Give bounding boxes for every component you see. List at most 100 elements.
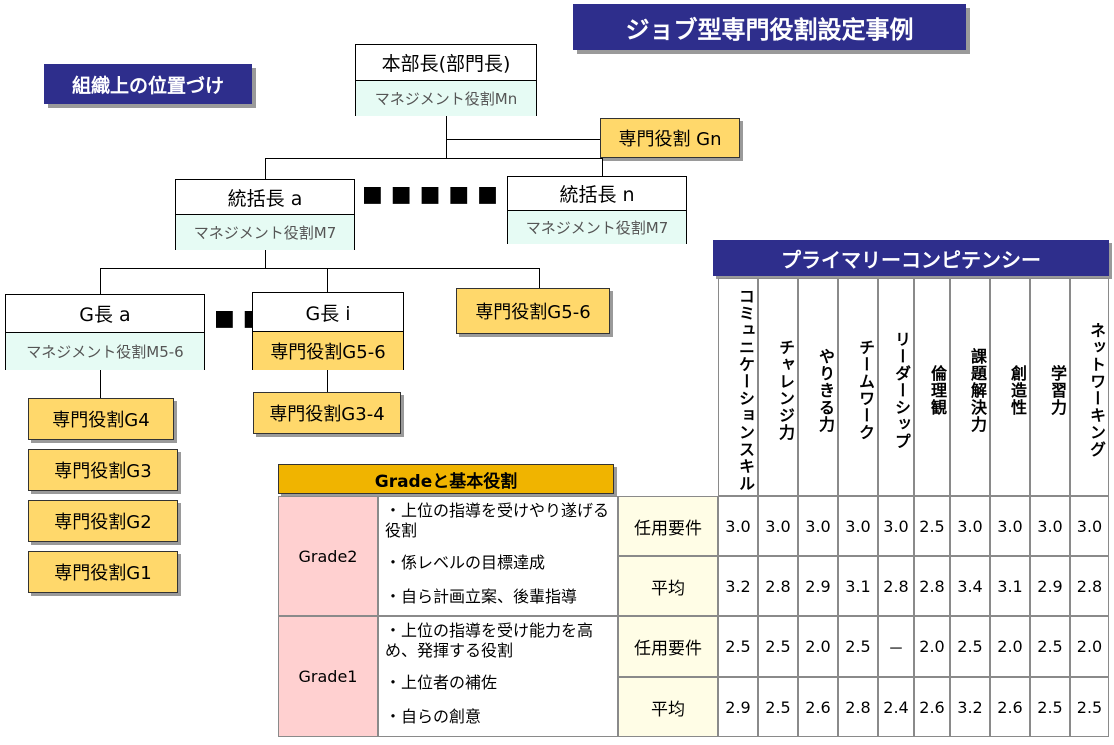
value-cell: 2.6 bbox=[798, 677, 838, 737]
value-cell: 3.0 bbox=[838, 496, 878, 556]
row-label: 平均 bbox=[618, 556, 718, 616]
competency-header-4: リーダーシップ bbox=[878, 278, 914, 496]
row-label: 任用要件 bbox=[618, 616, 718, 677]
grade-duty: ・上位の指導を受けやり遂げる役割 bbox=[385, 501, 610, 540]
grade-duties-cell: ・上位の指導を受け能力を高め、発揮する役割・上位者の補佐・自らの創意 bbox=[378, 616, 618, 737]
value-cell: 2.5 bbox=[950, 616, 990, 677]
competency-header-2: やりきる力 bbox=[798, 278, 838, 496]
value-cell: 2.8 bbox=[1070, 556, 1109, 616]
value-cell: 3.0 bbox=[718, 496, 758, 556]
value-cell: 3.1 bbox=[838, 556, 878, 616]
value-cell: 2.5 bbox=[1030, 677, 1070, 737]
org-head-box: 本部長(部門長) マネジメント役割Mn bbox=[355, 44, 537, 116]
value-cell: 2.9 bbox=[1030, 556, 1070, 616]
group-leader-a-title: G長 a bbox=[6, 295, 204, 333]
value-cell: 2.0 bbox=[798, 616, 838, 677]
grade-duty: ・上位者の補佐 bbox=[385, 673, 498, 692]
value-cell: 2.0 bbox=[1070, 616, 1109, 677]
value-cell: 2.4 bbox=[878, 677, 914, 737]
spec-role-g4: 専門役割G4 bbox=[28, 398, 174, 440]
org-position-label: 組織上の位置づけ bbox=[44, 64, 252, 104]
competency-header: プライマリーコンピテンシー bbox=[713, 240, 1109, 276]
connector bbox=[100, 370, 101, 398]
value-cell: 2.5 bbox=[1070, 677, 1109, 737]
value-cell: 2.8 bbox=[878, 556, 914, 616]
value-cell: 3.0 bbox=[878, 496, 914, 556]
value-cell: 2.6 bbox=[914, 677, 950, 737]
value-cell: 2.5 bbox=[758, 677, 798, 737]
grade-duties-cell: ・上位の指導を受けやり遂げる役割・係レベルの目標達成・自ら計画立案、後輩指導 bbox=[378, 496, 618, 616]
competency-header-1: チャレンジ力 bbox=[758, 278, 798, 496]
competency-header-8: 学習力 bbox=[1030, 278, 1070, 496]
spec-role-g3-4: 専門役割G3-4 bbox=[253, 392, 401, 434]
grade-name: Grade2 bbox=[278, 496, 378, 616]
group-leader-i-title: G長 i bbox=[253, 293, 403, 332]
connector bbox=[100, 268, 101, 294]
grade-duty: ・自ら計画立案、後輩指導 bbox=[385, 587, 578, 606]
manager-n-role: マネジメント役割M7 bbox=[508, 211, 686, 244]
competency-header-3: チームワーク bbox=[838, 278, 878, 496]
value-cell: 3.0 bbox=[758, 496, 798, 556]
row-label: 任用要件 bbox=[618, 496, 718, 556]
manager-n-title: 統括長 n bbox=[508, 177, 686, 211]
row-label: 平均 bbox=[618, 677, 718, 737]
manager-a-box: 統括長 a マネジメント役割M7 bbox=[175, 179, 355, 250]
manager-a-role: マネジメント役割M7 bbox=[176, 215, 354, 250]
value-cell: － bbox=[878, 616, 914, 677]
value-cell: 3.2 bbox=[950, 677, 990, 737]
grade-duty: ・係レベルの目標達成 bbox=[385, 553, 546, 572]
grade-duty: ・上位の指導を受け能力を高め、発揮する役割 bbox=[385, 621, 594, 660]
competency-header-0: コミュニケーションスキル bbox=[718, 278, 758, 496]
manager-a-title: 統括長 a bbox=[176, 180, 354, 215]
value-cell: 2.5 bbox=[718, 616, 758, 677]
value-cell: 2.9 bbox=[798, 556, 838, 616]
connector bbox=[327, 370, 328, 392]
value-cell: 2.8 bbox=[914, 556, 950, 616]
value-cell: 3.0 bbox=[1030, 496, 1070, 556]
group-leader-a-role: マネジメント役割M5-6 bbox=[6, 333, 204, 370]
connector bbox=[446, 116, 447, 158]
competency-header-7: 創造性 bbox=[990, 278, 1030, 496]
spec-role-g5-6: 専門役割G5-6 bbox=[456, 288, 610, 334]
group-leader-i-box: G長 i 専門役割G5-6 bbox=[252, 292, 404, 370]
connector bbox=[602, 158, 603, 176]
competency-header-6: 課題解決力 bbox=[950, 278, 990, 496]
value-cell: 3.0 bbox=[1070, 496, 1109, 556]
value-cell: 3.4 bbox=[950, 556, 990, 616]
value-cell: 2.5 bbox=[838, 616, 878, 677]
value-cell: 3.2 bbox=[718, 556, 758, 616]
spec-role-g3: 専門役割G3 bbox=[28, 449, 178, 491]
connector bbox=[265, 250, 266, 268]
value-cell: 2.8 bbox=[758, 556, 798, 616]
connector bbox=[446, 139, 600, 140]
group-leader-i-role: 専門役割G5-6 bbox=[253, 332, 403, 370]
value-cell: 3.0 bbox=[990, 496, 1030, 556]
value-cell: 2.5 bbox=[1030, 616, 1070, 677]
value-cell: 2.9 bbox=[718, 677, 758, 737]
page-title: ジョブ型専門役割設定事例 bbox=[573, 4, 966, 50]
connector bbox=[265, 158, 603, 159]
value-cell: 2.5 bbox=[758, 616, 798, 677]
spec-role-gn: 専門役割 Gn bbox=[600, 118, 740, 158]
value-cell: 2.0 bbox=[990, 616, 1030, 677]
value-cell: 2.0 bbox=[914, 616, 950, 677]
grade-header: Gradeと基本役割 bbox=[278, 464, 614, 494]
grade-duty: ・自らの創意 bbox=[385, 707, 482, 726]
org-head-title: 本部長(部門長) bbox=[356, 45, 536, 81]
competency-header-5: 倫理観 bbox=[914, 278, 950, 496]
value-cell: 3.1 bbox=[990, 556, 1030, 616]
connector bbox=[265, 158, 266, 180]
connector bbox=[100, 268, 540, 269]
spec-role-g1: 専門役割G1 bbox=[28, 551, 178, 593]
value-cell: 3.0 bbox=[798, 496, 838, 556]
grade-name: Grade1 bbox=[278, 616, 378, 737]
group-leader-a-box: G長 a マネジメント役割M5-6 bbox=[5, 294, 205, 370]
value-cell: 2.8 bbox=[838, 677, 878, 737]
spec-role-g2: 専門役割G2 bbox=[28, 500, 178, 542]
competency-header-9: ネットワーキング bbox=[1070, 278, 1109, 496]
connector bbox=[539, 268, 540, 288]
org-head-role: マネジメント役割Mn bbox=[356, 81, 536, 116]
manager-n-box: 統括長 n マネジメント役割M7 bbox=[507, 176, 687, 244]
value-cell: 2.6 bbox=[990, 677, 1030, 737]
value-cell: 2.5 bbox=[914, 496, 950, 556]
